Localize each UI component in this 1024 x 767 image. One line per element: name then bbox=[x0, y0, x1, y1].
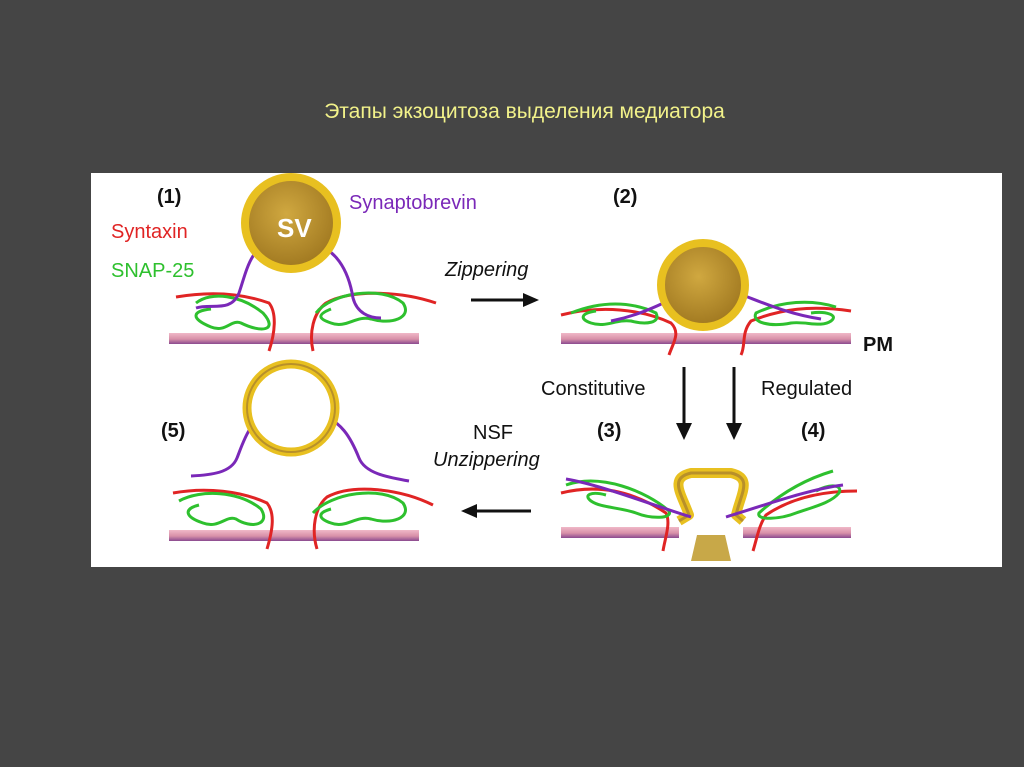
syntaxin-strand bbox=[560, 307, 678, 356]
stage-label-1: (1) bbox=[157, 186, 181, 208]
snap25-strand bbox=[194, 294, 271, 331]
synaptobrevin-label: Synaptobrevin bbox=[349, 192, 477, 214]
arrow-regulated bbox=[726, 367, 742, 440]
zippering-label: Zippering bbox=[444, 259, 528, 281]
unzippering-label: Unzippering bbox=[433, 449, 540, 471]
stage-label-3: (3) bbox=[597, 420, 621, 442]
nsf-label: NSF bbox=[473, 422, 513, 444]
arrow-unzippering bbox=[461, 504, 531, 518]
membrane-stage-2 bbox=[561, 333, 851, 344]
snap25-strand bbox=[311, 491, 407, 526]
constitutive-label: Constitutive bbox=[541, 378, 646, 400]
syntaxin-strand bbox=[312, 487, 434, 550]
syntaxin-strand bbox=[175, 292, 276, 352]
membrane-stage-34-right bbox=[743, 527, 851, 538]
synaptic-vesicle bbox=[241, 173, 341, 273]
diagram-canvas: SV bbox=[111, 173, 893, 561]
membrane-stage-1 bbox=[169, 333, 419, 344]
snap25-strand bbox=[757, 469, 842, 520]
snap25-strand bbox=[178, 491, 265, 526]
snap25-strand bbox=[314, 291, 407, 326]
snap25-strand bbox=[565, 479, 671, 519]
stage-label-5: (5) bbox=[161, 420, 185, 442]
arrow-constitutive bbox=[676, 367, 692, 440]
arrow-zippering bbox=[471, 293, 539, 307]
slide-title: Этапы экзоцитоза выделения медиатора bbox=[324, 100, 725, 123]
snare-complex-stage-2 bbox=[560, 289, 852, 356]
synaptobrevin-strand bbox=[565, 477, 692, 519]
syntaxin-strand bbox=[751, 489, 858, 552]
stage-label-4: (4) bbox=[801, 420, 825, 442]
snap25-strand bbox=[570, 302, 659, 327]
membrane-stage-5 bbox=[169, 530, 419, 541]
snare-complex-stage-34 bbox=[560, 469, 858, 552]
vesicle-label: SV bbox=[277, 213, 312, 243]
exocytosis-diagram: SV bbox=[91, 173, 1002, 567]
syntaxin-strand bbox=[560, 487, 670, 552]
fused-vesicle-membrane bbox=[676, 471, 746, 523]
syntaxin-label: Syntaxin bbox=[111, 221, 188, 243]
fusion-pore bbox=[673, 468, 749, 561]
regulated-label: Regulated bbox=[761, 378, 852, 400]
snap25-label: SNAP-25 bbox=[111, 260, 194, 282]
synaptobrevin-strand bbox=[725, 483, 844, 519]
synaptic-vesicle bbox=[657, 239, 749, 331]
snap25-strand bbox=[753, 300, 837, 327]
membrane-stage-34-left bbox=[561, 527, 679, 538]
recycled-vesicle-inner bbox=[246, 363, 336, 453]
membrane-label: PM bbox=[863, 334, 893, 356]
syntaxin-strand bbox=[172, 488, 274, 550]
stage-label-2: (2) bbox=[613, 186, 637, 208]
fusion-pore-channel bbox=[691, 535, 731, 561]
